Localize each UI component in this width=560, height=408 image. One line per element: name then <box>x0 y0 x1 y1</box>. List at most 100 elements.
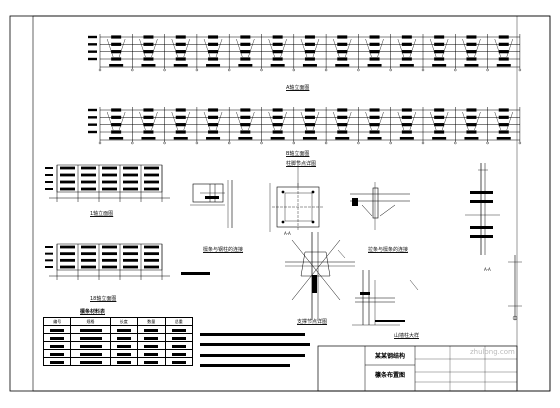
legend-cell <box>137 341 166 350</box>
purlin-node <box>466 42 477 46</box>
purlin-node <box>272 115 283 119</box>
legend-cell <box>70 341 111 350</box>
legend-cell-text-mark <box>79 336 102 340</box>
legend-cell-text-mark <box>171 360 186 364</box>
purlin-node <box>401 108 412 112</box>
purlin-node <box>466 123 477 127</box>
purlin-node <box>304 130 315 134</box>
purlin-node <box>81 252 96 256</box>
purlin-node <box>401 115 412 119</box>
detail-brace <box>350 182 410 230</box>
sag-rod <box>118 38 126 58</box>
axis-bubble <box>292 68 295 72</box>
purlin-node <box>144 187 159 191</box>
purlin-node <box>111 115 122 119</box>
base-mark <box>399 137 414 140</box>
purlin-node <box>272 42 283 46</box>
legend-header-cell: 长度 <box>109 317 139 326</box>
legend-cell <box>109 349 139 358</box>
sag-rod <box>203 38 211 58</box>
sag-rod <box>300 111 308 131</box>
purlin-node <box>60 166 75 170</box>
purlin-node <box>102 187 117 191</box>
purlin-node <box>208 115 219 119</box>
purlin-node <box>466 57 477 61</box>
purlin-node <box>401 123 412 127</box>
sag-rod <box>236 111 243 131</box>
level-tag <box>88 108 97 112</box>
purlin-node <box>304 108 315 112</box>
legend-cell <box>137 357 166 366</box>
purlin-node <box>102 180 117 184</box>
level-tag <box>88 116 97 119</box>
sag-rod <box>151 111 158 131</box>
purlin-node <box>272 35 283 39</box>
elevation-left-top <box>45 164 170 202</box>
purlin-node <box>60 252 75 256</box>
level-tag <box>45 266 53 268</box>
purlin-node <box>272 50 283 54</box>
base-mark <box>238 137 253 140</box>
sag-rod <box>248 111 255 131</box>
purlin-node <box>123 252 138 256</box>
legend-cell-text-mark <box>79 352 102 356</box>
purlin-node <box>401 130 412 134</box>
sag-rod <box>139 111 146 131</box>
purlin-node <box>304 35 315 39</box>
sag-rod <box>203 111 211 131</box>
legend-cell-text-mark <box>144 328 159 332</box>
purlin-node <box>60 258 75 262</box>
sag-rod <box>345 111 352 131</box>
legend-cell-text-mark <box>171 336 186 340</box>
sag-rod <box>365 38 372 58</box>
legend-cell <box>109 357 139 366</box>
label-bracing-node: 支撑节点详图 <box>297 319 328 325</box>
purlin-node <box>175 115 186 119</box>
purlin-node <box>498 123 509 127</box>
purlin-node <box>144 180 159 184</box>
legend-header-cell: 总重 <box>164 317 193 326</box>
purlin-node <box>498 108 509 112</box>
purlin-node <box>434 108 445 112</box>
purlin-node <box>240 42 251 46</box>
base-mark <box>367 137 382 140</box>
sag-rod <box>248 38 255 58</box>
legend-row <box>42 357 193 366</box>
purlin-node <box>434 57 445 61</box>
purlin-node <box>60 265 75 269</box>
title-project: 某某钢结构 <box>375 353 406 360</box>
axis-bubble <box>389 141 392 145</box>
sag-rod <box>106 38 114 58</box>
purlin-node <box>175 130 186 134</box>
sag-rod <box>409 38 417 58</box>
label-gable-detail: 山墙柱大样 <box>394 333 420 339</box>
level-tag <box>88 130 97 134</box>
legend-cell-text-mark <box>171 328 186 332</box>
purlin-node <box>369 35 380 39</box>
base-mark <box>432 64 447 67</box>
label-section-aa: A-A <box>284 231 291 236</box>
base-mark <box>141 137 156 140</box>
level-tag <box>45 174 53 176</box>
legend-row <box>42 341 193 350</box>
legend-header-row: 编号 规格 长度 数量 总重 <box>42 317 193 326</box>
purlin-node <box>60 245 75 249</box>
purlin-node <box>498 42 509 46</box>
purlin-node <box>143 115 154 119</box>
sag-rod <box>333 38 340 58</box>
purlin-node <box>208 50 219 54</box>
base-mark <box>464 64 479 67</box>
base-mark <box>141 64 156 67</box>
axis-bubble <box>292 141 295 145</box>
sag-rod <box>215 38 223 58</box>
purlin-node <box>337 57 348 61</box>
level-tag <box>88 123 97 126</box>
purlin-node <box>102 252 117 256</box>
legend-cell <box>137 325 166 334</box>
axis-bubble <box>131 141 134 145</box>
purlin-node <box>272 108 283 112</box>
legend-cell-text-mark <box>116 344 131 348</box>
legend-cell-text-mark <box>171 344 186 348</box>
axis-bubble <box>357 141 360 145</box>
